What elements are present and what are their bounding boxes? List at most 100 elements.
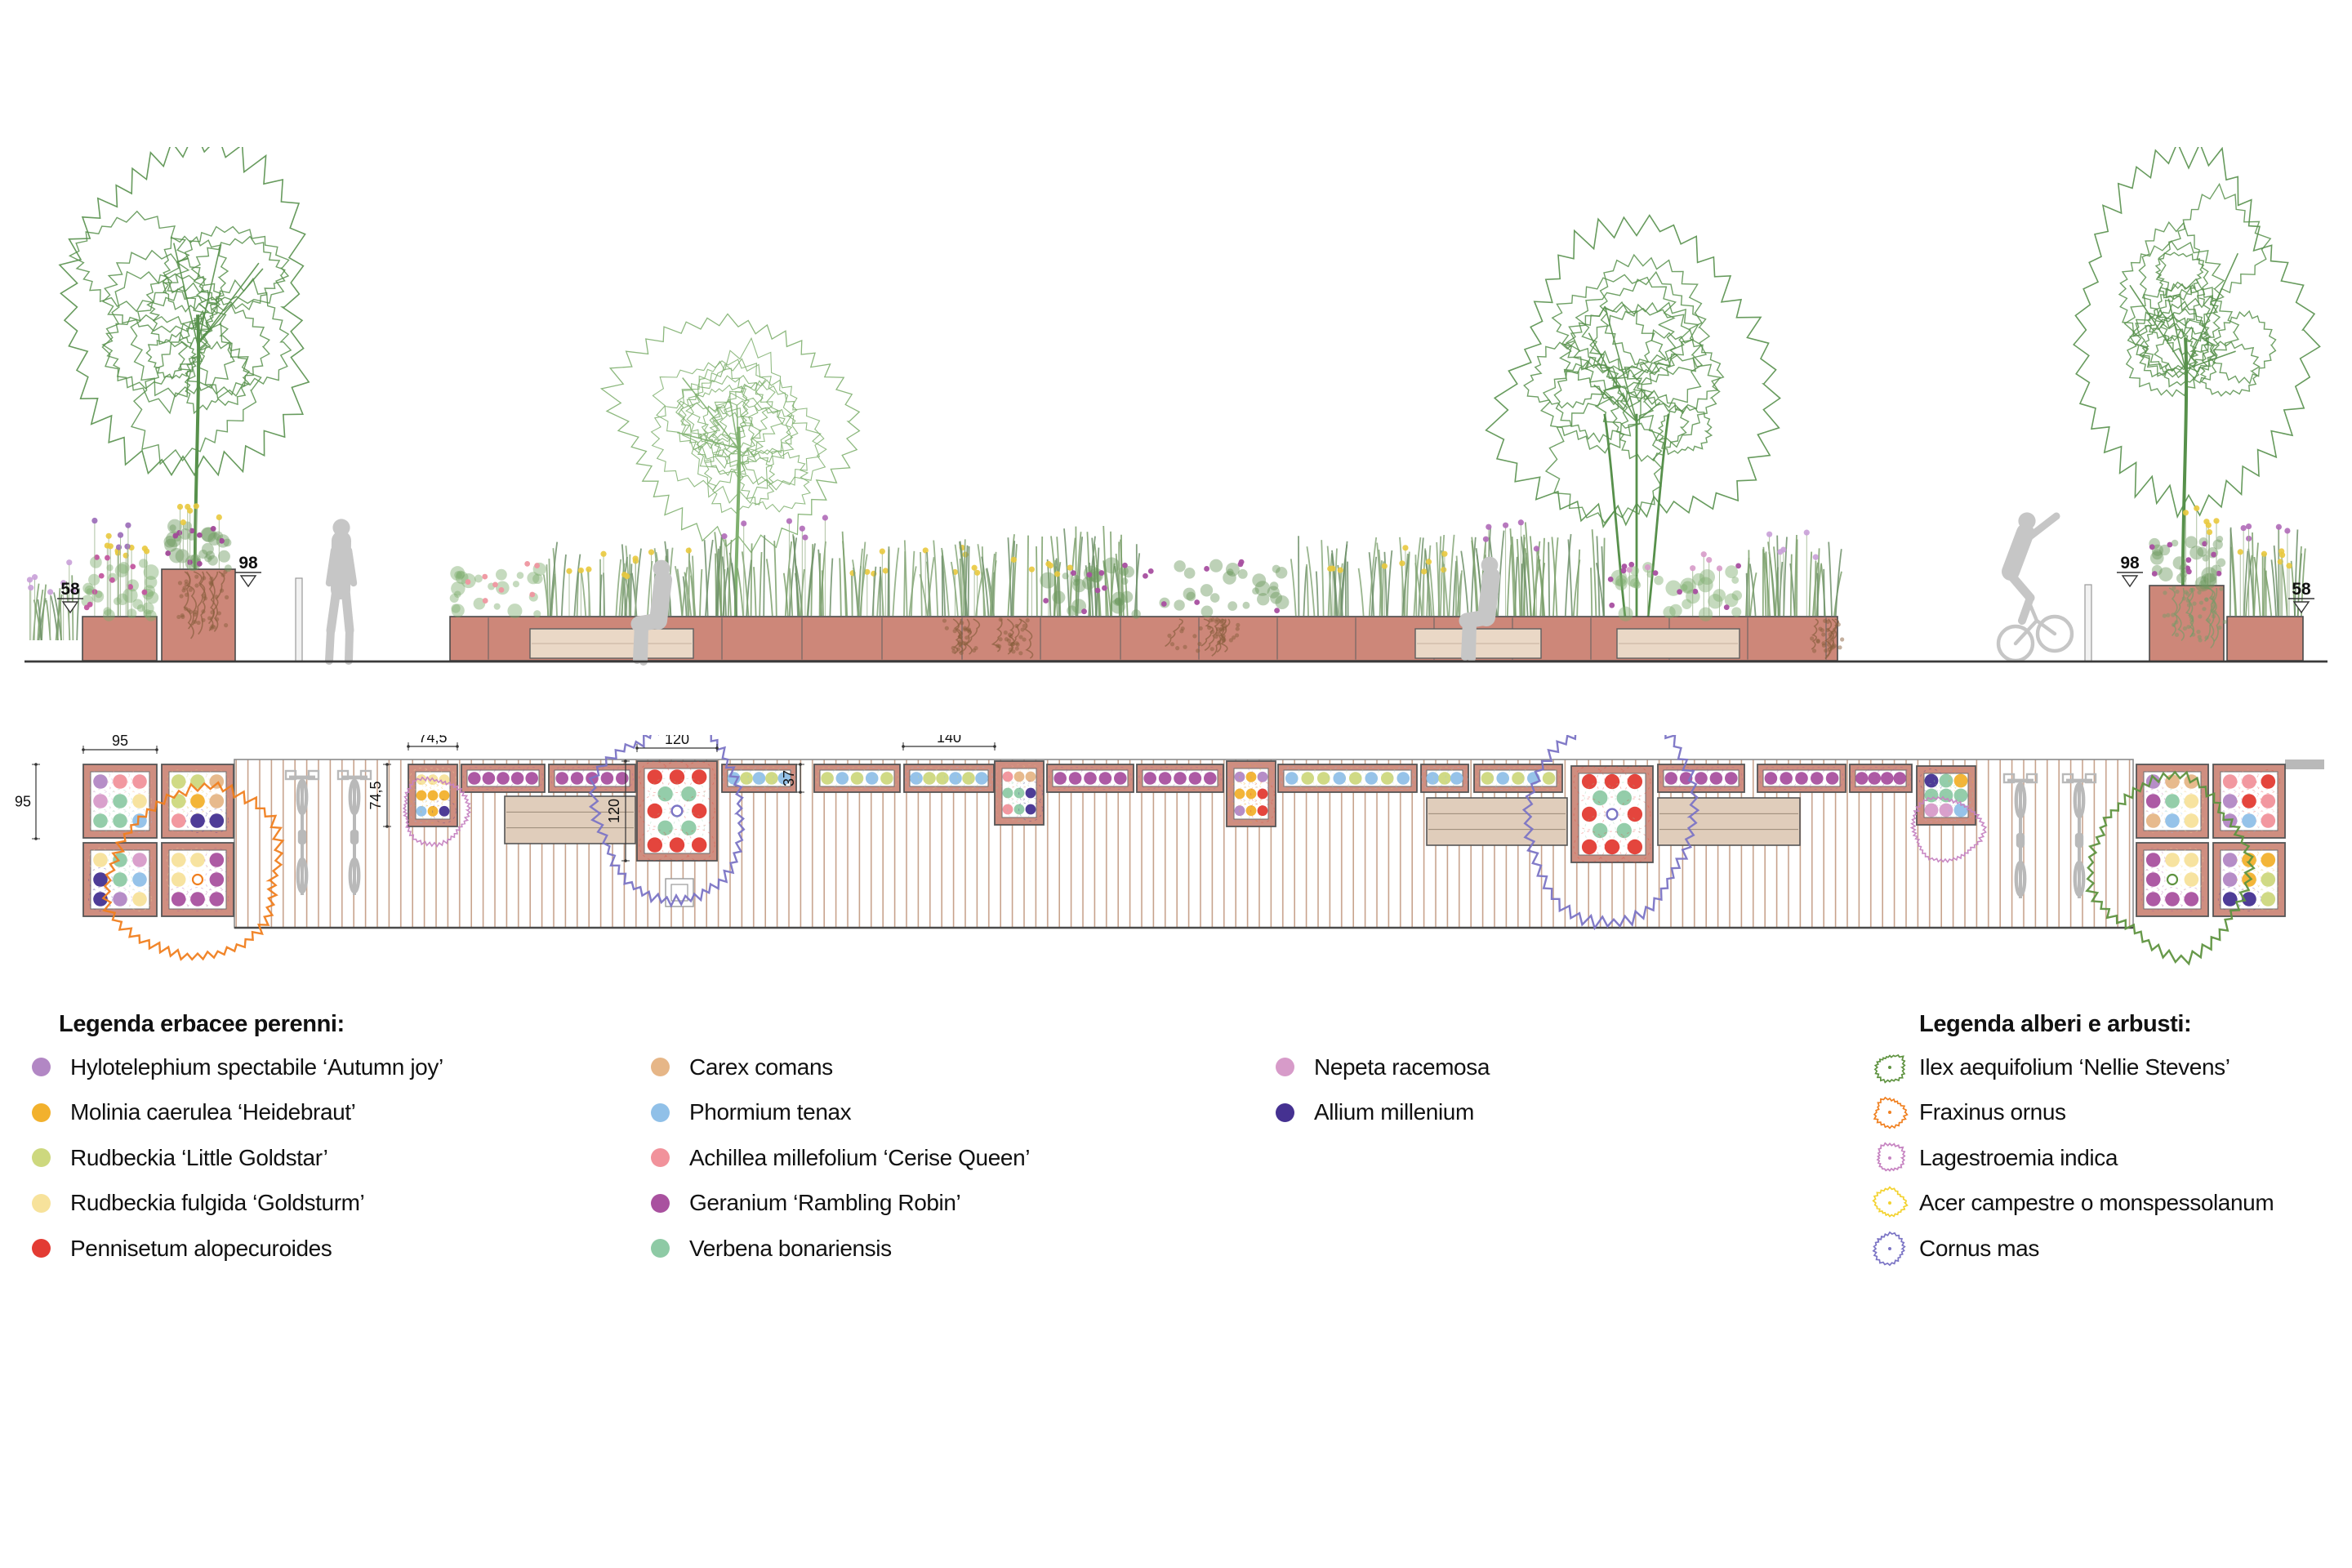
level-marker-label: 58 <box>2292 580 2311 599</box>
legend-item-pennisetum: Pennisetum alopecuroides <box>32 1226 443 1272</box>
row-geranium-5 <box>1657 764 1745 793</box>
elevation-view: 58 98 98 58 <box>24 147 2328 666</box>
level-marker-label: 98 <box>238 554 258 572</box>
allium-color-swatch <box>1276 1102 1294 1122</box>
cornus-canopy-outline <box>588 735 746 908</box>
dimension-label: 120 <box>665 735 689 747</box>
seated-person-silhouette <box>630 559 672 666</box>
acer-canopy-swatch <box>1870 1183 1909 1223</box>
legend-item-phormium: Phormium tenax <box>651 1090 1030 1136</box>
planter-120-2 <box>1570 765 1654 863</box>
bike-racks <box>284 769 2097 898</box>
legend-item-label: Allium millenium <box>1314 1099 1474 1125</box>
legend-item-label: Molinia caerulea ‘Heidebraut’ <box>70 1099 356 1125</box>
dimension-label: 74,5 <box>418 735 447 746</box>
lagestroemia-canopy-outline <box>402 776 472 848</box>
planter-e2 <box>2212 764 2286 839</box>
molinia-color-swatch <box>32 1102 51 1122</box>
legend-item-carex: Carex comans <box>651 1045 1030 1090</box>
legend-item-geranium: Geranium ‘Rambling Robin’ <box>651 1181 1030 1227</box>
dimension-label: 37 <box>781 770 797 786</box>
planter-a2 <box>161 764 234 839</box>
bollard <box>2084 584 2092 662</box>
planter-low-left <box>82 616 158 662</box>
phormium-color-swatch <box>651 1102 670 1122</box>
trailing-plants <box>176 569 2227 660</box>
legend-item-verbena: Verbena bonariensis <box>651 1226 1030 1272</box>
legend-item-cornus: Cornus mas <box>1870 1226 2274 1272</box>
row-mix-5 <box>1420 764 1469 793</box>
legend-item-ilex: Ilex aequifolium ‘Nellie Stevens’ <box>1870 1045 2274 1090</box>
ilex-canopy-outline <box>2085 770 2256 966</box>
dimension-label: 95 <box>112 735 128 749</box>
lagestroemia-canopy-swatch <box>1870 1138 1909 1178</box>
level-marker-label: 58 <box>60 580 80 599</box>
littlegoldstar-color-swatch <box>32 1148 51 1168</box>
pennisetum-color-swatch <box>32 1239 51 1258</box>
plan-benches <box>504 795 1801 846</box>
level-marker-label: 98 <box>2120 554 2140 572</box>
cyclist-silhouette <box>1996 512 2074 663</box>
legend-item-label: Lagestroemia indica <box>1919 1144 2118 1170</box>
row-mix-4 <box>1277 764 1418 793</box>
bike-icon <box>2002 773 2038 898</box>
achillea-color-swatch <box>651 1148 670 1168</box>
legend-trees-column: Ilex aequifolium ‘Nellie Stevens’ Fraxinu… <box>1870 1045 2274 1272</box>
row-geranium-6 <box>1757 764 1846 793</box>
legend-item-label: Ilex aequifolium ‘Nellie Stevens’ <box>1919 1054 2230 1080</box>
bike-icon <box>2061 773 2097 898</box>
lagestroemia-canopy-outline <box>1909 795 1988 863</box>
wall-bar <box>2285 760 2324 769</box>
bench <box>504 795 636 844</box>
legend-item-acer: Acer campestre o monspessolanum <box>1870 1181 2274 1227</box>
planter-c2 <box>1226 760 1276 827</box>
tree <box>2073 147 2321 587</box>
legend-item-label: Achillea millefolium ‘Cerise Queen’ <box>689 1144 1031 1170</box>
legend-item-fraxinus: Fraxinus ornus <box>1870 1090 2274 1136</box>
legend-item-goldsturm: Rudbeckia fulgida ‘Goldsturm’ <box>32 1181 443 1227</box>
legend-item-label: Hylotelephium spectabile ‘Autumn joy’ <box>70 1054 443 1080</box>
legend-trees-title: Legenda alberi e arbusti: <box>1919 1011 2192 1037</box>
elevation-planters <box>82 568 2304 662</box>
legend-item-label: Verbena bonariensis <box>689 1235 892 1261</box>
planter-c1 <box>994 760 1045 826</box>
legend-perennials-title: Legenda erbacee perenni: <box>59 1011 345 1037</box>
legend-item-nepeta: Nepeta racemosa <box>1276 1045 1490 1090</box>
people <box>325 512 2074 666</box>
nepeta-color-swatch <box>1276 1058 1294 1077</box>
dimension-label: 140 <box>937 735 961 746</box>
row-mix-2 <box>813 764 901 793</box>
legend-item-label: Rudbeckia fulgida ‘Goldsturm’ <box>70 1190 365 1216</box>
verbena-color-swatch <box>651 1239 670 1258</box>
elevation-plantings <box>26 503 2306 641</box>
cornus-canopy-outline <box>1521 735 1700 931</box>
planter-a1 <box>82 764 158 839</box>
bench <box>1426 797 1568 846</box>
bench <box>1657 797 1801 846</box>
tree <box>1485 214 1781 618</box>
legend-perennials-column-1: Hylotelephium spectabile ‘Autumn joy’ Mol… <box>32 1045 443 1272</box>
legend-item-molinia: Molinia caerulea ‘Heidebraut’ <box>32 1090 443 1136</box>
geranium-color-swatch <box>651 1193 670 1213</box>
legend-item-label: Cornus mas <box>1919 1235 2039 1261</box>
goldsturm-color-swatch <box>32 1193 51 1213</box>
row-geranium-3 <box>1046 764 1134 793</box>
dimension-label: 74,5 <box>368 781 384 809</box>
legend-item-hylotelephium: Hylotelephium spectabile ‘Autumn joy’ <box>32 1045 443 1090</box>
fraxinus-canopy-outline <box>101 781 285 961</box>
dimension-label: 95 <box>15 794 31 810</box>
tree <box>599 313 861 618</box>
legend-item-label: Fraxinus ornus <box>1919 1099 2066 1125</box>
planter-a3 <box>82 842 158 917</box>
row-geranium-7 <box>1849 764 1913 793</box>
legend-item-label: Carex comans <box>689 1054 833 1080</box>
hylotelephium-color-swatch <box>32 1058 51 1077</box>
bike-icon <box>336 769 372 895</box>
row-geranium-1 <box>461 764 546 793</box>
level-markers: 58 98 98 58 <box>57 554 2314 614</box>
